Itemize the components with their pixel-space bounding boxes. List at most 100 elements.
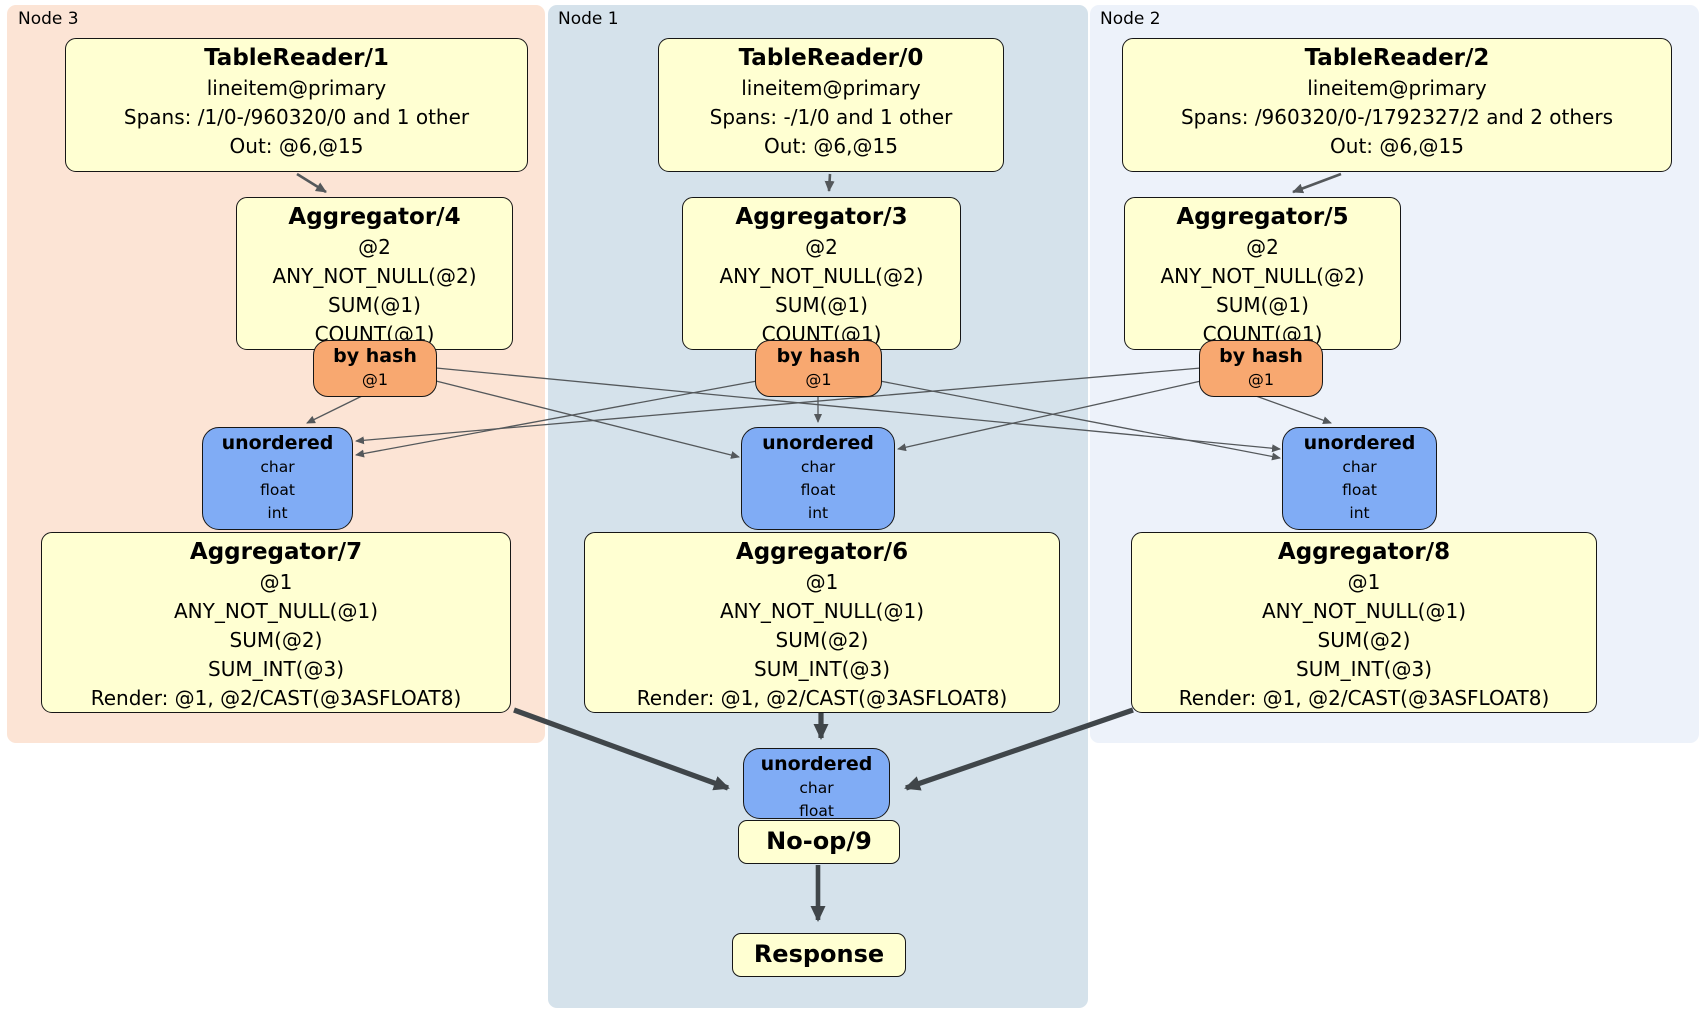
router-title: by hash — [1219, 345, 1303, 367]
processor-title: Aggregator/6 — [735, 539, 909, 565]
processor-detail: SUM(@2) — [1317, 628, 1411, 652]
sync-detail: float — [1342, 481, 1377, 499]
processor-detail: SUM(@2) — [775, 628, 869, 652]
edge-hash3-unordered2 — [435, 367, 1281, 453]
edge-hash1-unordered3 — [355, 380, 758, 458]
processor-detail: lineitem@primary — [206, 76, 387, 100]
router-title: by hash — [776, 345, 861, 367]
sync-detail: float — [260, 481, 295, 499]
edge-tablereader0-aggregator3 — [824, 173, 835, 192]
processor-aggregator-6: Aggregator/6 @1 ANY_NOT_NULL(@1) SUM(@2)… — [584, 532, 1060, 713]
sync-title: unordered — [221, 432, 334, 454]
processor-detail: SUM(@1) — [328, 293, 421, 317]
sync-title: unordered — [1303, 432, 1416, 454]
processor-detail: ANY_NOT_NULL(@1) — [720, 599, 924, 623]
processor-detail: Render: @1, @2/CAST(@3ASFLOAT8) — [1178, 686, 1550, 710]
router-title: by hash — [333, 345, 417, 367]
processor-title: Aggregator/8 — [1277, 539, 1451, 565]
processor-title: Aggregator/3 — [735, 204, 908, 230]
processor-detail: Spans: -/1/0 and 1 other — [709, 105, 953, 129]
sync-title: unordered — [760, 753, 873, 775]
processor-detail: ANY_NOT_NULL(@2) — [272, 264, 477, 288]
router-by-hash-node1: by hash @1 — [755, 340, 882, 397]
processor-title: TableReader/2 — [1304, 45, 1490, 71]
processor-detail: Spans: /960320/0-/1792327/2 and 2 others — [1180, 105, 1613, 129]
processor-detail: ANY_NOT_NULL(@2) — [719, 264, 924, 288]
processor-noop-9: No-op/9 — [738, 820, 900, 864]
region-node1-label: Node 1 — [558, 9, 619, 29]
processor-detail: @2 — [358, 235, 391, 259]
router-detail: @1 — [361, 370, 389, 389]
edge-tablereader1-aggregator4 — [296, 172, 327, 194]
processor-tablereader-0: TableReader/0 lineitem@primary Spans: -/… — [658, 38, 1004, 172]
processor-detail: Out: @6,@15 — [764, 134, 898, 158]
sync-detail: float — [799, 802, 834, 820]
processor-title: TableReader/0 — [738, 45, 924, 71]
processor-detail: Out: @6,@15 — [229, 134, 364, 158]
edge-hash3-unordered3 — [306, 395, 363, 424]
processor-response: Response — [732, 933, 906, 977]
sync-unordered-node2: unordered char float int — [1282, 427, 1437, 530]
edge-hash2-unordered2 — [1255, 395, 1332, 425]
region-node3-label: Node 3 — [18, 9, 79, 29]
processor-detail: SUM_INT(@3) — [754, 657, 890, 681]
processor-detail: @2 — [805, 235, 838, 259]
processor-detail: lineitem@primary — [741, 76, 921, 100]
processor-detail: ANY_NOT_NULL(@1) — [1262, 599, 1466, 623]
processor-detail: @1 — [259, 570, 293, 594]
processor-detail: @2 — [1246, 235, 1279, 259]
sync-title: unordered — [762, 432, 874, 454]
edge-hash2-unordered1 — [897, 380, 1202, 452]
router-by-hash-node3: by hash @1 — [313, 340, 437, 397]
processor-detail: Render: @1, @2/CAST(@3ASFLOAT8) — [90, 686, 462, 710]
router-detail: @1 — [1247, 370, 1275, 389]
sync-unordered-node3: unordered char float int — [202, 427, 353, 530]
sync-detail: float — [800, 481, 836, 499]
sync-detail: char — [799, 779, 834, 797]
processor-detail: lineitem@primary — [1307, 76, 1487, 100]
processor-detail: ANY_NOT_NULL(@1) — [174, 599, 378, 623]
processor-detail: ANY_NOT_NULL(@2) — [1160, 264, 1365, 288]
edge-hash1-unordered2 — [879, 380, 1281, 461]
router-detail: @1 — [805, 370, 832, 389]
edge-tablereader2-aggregator5 — [1292, 172, 1342, 194]
edge-hash3-unordered1 — [435, 380, 740, 459]
edge-aggregator7-unordered-final — [513, 707, 730, 791]
processor-detail: Render: @1, @2/CAST(@3ASFLOAT8) — [636, 686, 1008, 710]
processor-detail: SUM(@1) — [1216, 293, 1309, 317]
processor-title: TableReader/1 — [204, 45, 389, 71]
processor-title: No-op/9 — [766, 827, 872, 855]
processor-detail: SUM(@2) — [229, 628, 323, 652]
processor-aggregator-8: Aggregator/8 @1 ANY_NOT_NULL(@1) SUM(@2)… — [1131, 532, 1597, 713]
processor-aggregator-5: Aggregator/5 @2 ANY_NOT_NULL(@2) SUM(@1)… — [1124, 197, 1401, 350]
sync-detail: int — [267, 504, 288, 522]
processor-detail: SUM_INT(@3) — [1296, 657, 1432, 681]
processor-tablereader-1: TableReader/1 lineitem@primary Spans: /1… — [65, 38, 528, 172]
edge-hash2-unordered3 — [355, 367, 1202, 445]
processor-title: Aggregator/7 — [189, 539, 363, 565]
edge-aggregator8-unordered-final — [904, 707, 1134, 791]
processor-detail: Out: @6,@15 — [1330, 134, 1464, 158]
sync-unordered-final: unordered char float — [743, 748, 890, 820]
processor-detail: @1 — [805, 570, 839, 594]
region-node2-label: Node 2 — [1100, 9, 1161, 29]
processor-title: Aggregator/5 — [1176, 204, 1349, 230]
processor-aggregator-3: Aggregator/3 @2 ANY_NOT_NULL(@2) SUM(@1)… — [682, 197, 961, 350]
processor-aggregator-7: Aggregator/7 @1 ANY_NOT_NULL(@1) SUM(@2)… — [41, 532, 511, 713]
processor-title: Response — [753, 940, 885, 968]
router-by-hash-node2: by hash @1 — [1199, 340, 1323, 397]
sync-detail: int — [1349, 504, 1370, 522]
sync-detail: int — [807, 504, 829, 522]
sync-detail: char — [800, 458, 836, 476]
processor-detail: SUM_INT(@3) — [208, 657, 344, 681]
processor-aggregator-4: Aggregator/4 @2 ANY_NOT_NULL(@2) SUM(@1)… — [236, 197, 513, 350]
sync-detail: char — [1342, 458, 1377, 476]
processor-title: Aggregator/4 — [288, 204, 461, 230]
processor-detail: @1 — [1347, 570, 1381, 594]
processor-detail: Spans: /1/0-/960320/0 and 1 other — [123, 105, 470, 129]
sync-detail: char — [260, 458, 295, 476]
sync-unordered-node1: unordered char float int — [741, 427, 895, 530]
processor-tablereader-2: TableReader/2 lineitem@primary Spans: /9… — [1122, 38, 1672, 172]
processor-detail: SUM(@1) — [775, 293, 868, 317]
